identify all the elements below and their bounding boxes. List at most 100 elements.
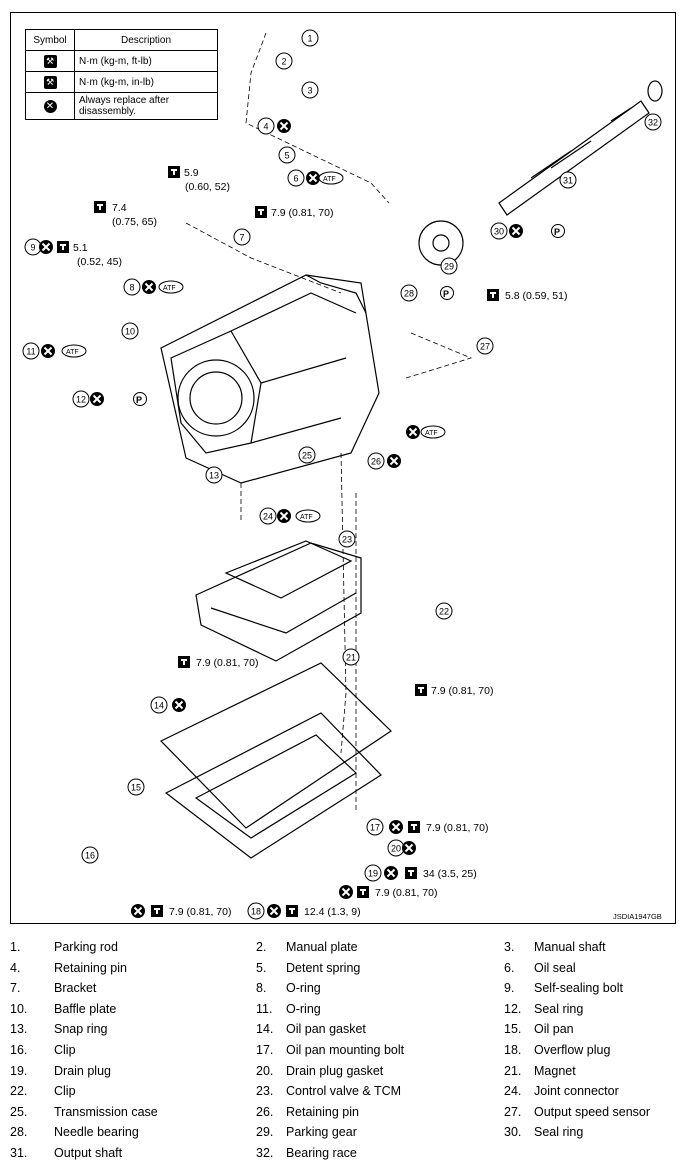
part-name: Seal ring [534,1001,584,1016]
svg-text:ATF: ATF [163,285,176,292]
part-name: Manual plate [286,940,358,954]
part-name: Manual shaft [534,940,606,954]
callout-circle [435,602,453,620]
callout-number: 26 [371,457,381,467]
callout-number: 24 [263,512,273,522]
callout-circle [301,81,319,99]
part-number: 20. [256,1063,274,1078]
callout-circle [490,222,508,240]
oil-pan-gasket [159,662,392,829]
callout-circle [150,696,168,714]
callout-circle [440,257,458,275]
callout-number: 17 [370,823,380,833]
callout-circle [121,322,139,340]
svg-text:7.4: 7.4 [112,202,127,214]
callout-circle [22,342,40,360]
callout-number: 1 [307,34,312,44]
svg-text:7.9 (0.81, 70): 7.9 (0.81, 70) [196,657,258,669]
callout-circle [257,117,275,135]
part-name: Overflow plug [534,1042,611,1057]
part-name: Needle bearing [54,1125,139,1140]
callout-circle [400,284,418,302]
diagram-drawing: 1234567891011121314151617181920212223242… [22,29,663,921]
callout-circle [81,846,99,864]
part-name: Retaining pin [54,960,127,975]
callout-circle [301,29,319,47]
legend-row-text: N·m (kg-m, ft-lb) [74,50,218,72]
callout-number: 10 [125,327,135,337]
part-name: Output shaft [54,1145,123,1160]
callout-number: 9 [30,243,35,253]
callout-number: 19 [368,869,378,879]
callout-number: 31 [563,176,573,186]
callout-number: 13 [209,471,219,481]
part-name: Oil pan mounting bolt [286,1042,405,1057]
callout-circle [247,902,265,920]
part-name: Control valve & TCM [286,1084,402,1099]
symbol-legend: Symbol Description ⚒ N·m (kg-m, ft-lb) ⚒… [25,29,218,120]
svg-text:ATF: ATF [323,176,336,183]
part-number: 15. [504,1022,522,1037]
part-number: 6. [504,960,515,975]
oil-pan [164,712,382,859]
part-number: 23. [256,1084,274,1099]
part-name: Seal ring [534,1125,584,1140]
legend-row-text: Always replace after disassembly. [74,92,218,120]
callout-circle [259,507,277,525]
part-name: Joint connector [534,1084,619,1099]
parking-gear [418,220,464,266]
callout-number: 30 [494,227,504,237]
callout-number: 11 [26,347,35,357]
part-number: 27. [504,1104,522,1119]
callout-number: 14 [154,701,164,711]
callout-number: 23 [342,535,352,545]
callout-circle [644,113,662,131]
callout-number: 22 [439,607,449,617]
svg-text:5.9: 5.9 [184,167,199,179]
callout-circle [123,278,141,296]
callout-circle [278,146,296,164]
svg-text:7.9 (0.81, 70): 7.9 (0.81, 70) [169,906,231,918]
part-name: Oil seal [534,960,576,975]
svg-text:12.4 (1.3, 9): 12.4 (1.3, 9) [304,906,361,918]
callout-number: 3 [307,86,312,96]
svg-text:5.8 (0.59, 51): 5.8 (0.59, 51) [505,290,567,302]
part-number: 32. [256,1145,274,1160]
svg-text:P: P [443,289,449,299]
callout-number: 20 [391,844,401,854]
svg-text:7.9 (0.81, 70): 7.9 (0.81, 70) [431,685,493,697]
part-name: O-ring [286,981,321,996]
callout-circle [233,228,251,246]
control-valve [195,540,362,662]
svg-text:(0.75, 65): (0.75, 65) [112,216,157,228]
callout-circle [287,169,305,187]
svg-text:34 (3.5, 25): 34 (3.5, 25) [423,868,477,880]
svg-text:ATF: ATF [300,514,313,521]
legend-header-description: Description [74,29,218,51]
callout-number: 7 [239,233,244,243]
part-number: 29. [256,1125,274,1140]
part-name: O-ring [286,1001,321,1016]
part-name: Magnet [534,1063,576,1078]
callout-number: 6 [293,174,298,184]
part-name: Transmission case [54,1104,158,1119]
callout-number: 32 [648,118,658,128]
part-number: 2. [256,940,267,954]
part-name: Bracket [54,981,97,996]
svg-text:(0.60, 52): (0.60, 52) [185,181,230,193]
torque-wrench-icon: ⚒ [43,54,57,68]
callout-circle [559,171,577,189]
svg-text:5.1: 5.1 [73,242,88,254]
part-number: 11. [256,1001,273,1016]
part-number: 16. [10,1042,28,1057]
output-shaft [498,80,663,216]
part-name: Parking gear [286,1125,357,1140]
callout-number: 16 [85,851,95,861]
callout-number: 18 [251,907,261,917]
part-name: Bearing race [286,1145,357,1160]
part-number: 14. [256,1022,274,1037]
